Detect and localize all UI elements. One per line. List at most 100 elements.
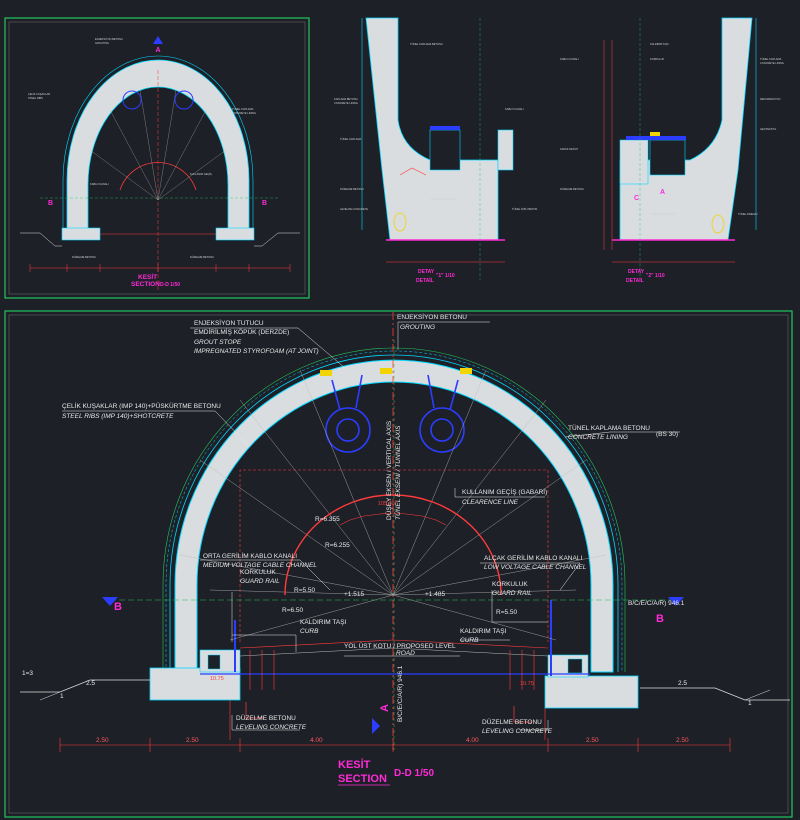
leader-lines bbox=[62, 321, 680, 731]
label-guardrail-left-tr: KORKULUK bbox=[240, 569, 276, 576]
label-steelribs-en: STEEL RIBS (IMP 140)+SHOTCRETE bbox=[62, 413, 174, 420]
label-mv-en: MEDIUM VOLTAGE CABLE CHANNEL bbox=[203, 562, 317, 569]
label-axis-right: B/C/E/C/A/R) 946.1 bbox=[628, 600, 685, 607]
svg-text:GROUTING: GROUTING bbox=[95, 41, 109, 45]
label-axis-bottom: B/C/E/C/A/R) 946.1 bbox=[397, 665, 404, 722]
detail-1-id: "1" 1/10 bbox=[436, 273, 455, 279]
label-groutstope-tr2: EMDİRİLMİŞ KÖPÜK (DERZDE) bbox=[194, 327, 289, 336]
svg-text:STEEL RIBS: STEEL RIBS bbox=[28, 96, 43, 100]
svg-text:KABLO KANALI: KABLO KANALI bbox=[560, 57, 579, 61]
svg-text:KAPAK DETAYI: KAPAK DETAYI bbox=[560, 147, 578, 151]
svg-text:TÜNEL DRENAJ: TÜNEL DRENAJ bbox=[738, 212, 758, 216]
svg-text:ÇELİK KUŞAKLAR: ÇELİK KUŞAKLAR bbox=[28, 91, 50, 96]
svg-text:10.75: 10.75 bbox=[520, 681, 534, 687]
dimension-chain: 2.50 2.50 4.00 4.00 2.50 2.50 bbox=[59, 737, 731, 752]
dim-3: 4.00 bbox=[466, 737, 479, 744]
radius-r4: R=6.50 bbox=[282, 607, 304, 614]
label-clearance-tr: KULLANIM GEÇİŞ (GABARİ) bbox=[462, 487, 547, 496]
label-road-tr: YOL ÜST KOTU / PROPOSED LEVEL bbox=[344, 642, 456, 650]
label-leveling-right-en: LEVELING CONCRETE bbox=[482, 728, 553, 735]
label-grouting-en: GROUTING bbox=[400, 324, 435, 331]
title-scale: D-D 1/50 bbox=[394, 768, 434, 779]
svg-text:CONCRETE LINING: CONCRETE LINING bbox=[232, 111, 256, 115]
svg-text:KABLO KANALI: KABLO KANALI bbox=[505, 107, 524, 111]
angle-label: 105.00° bbox=[378, 501, 397, 507]
label-lv-tr: ALÇAK GERİLİM KABLO KANALI bbox=[484, 553, 582, 562]
svg-text:CONCRETE LINING: CONCRETE LINING bbox=[334, 101, 358, 105]
detail-2-id: "2" 1/10 bbox=[646, 273, 665, 279]
level-left: +1.515 bbox=[344, 591, 364, 598]
label-curb-right-en: CURB bbox=[460, 637, 479, 644]
svg-text:TÜNEL KAPLAMA BETONU: TÜNEL KAPLAMA BETONU bbox=[410, 42, 443, 46]
dim-1: 2.50 bbox=[186, 737, 199, 744]
label-guardrail-right-tr: KORKULUK bbox=[492, 581, 528, 588]
svg-text:KORKULUK: KORKULUK bbox=[650, 57, 665, 61]
label-guardrail-right-en: GUARD RAIL bbox=[492, 590, 532, 597]
label-clearance-en: CLEARENCE LINE bbox=[462, 499, 519, 506]
mini-title-scale: D-D 1/50 bbox=[160, 282, 180, 288]
main-labels: ENJEKSİYON BETONU GROUTING ENJEKSİYON TU… bbox=[62, 312, 685, 735]
label-curb-right-tr: KALDIRIM TAŞI bbox=[460, 628, 507, 635]
slope-right-h: 2.5 bbox=[678, 680, 687, 687]
radius-r2: R=6.255 bbox=[325, 542, 350, 549]
label-road-en: ROAD bbox=[396, 650, 415, 657]
label-lining-en: CONCRETE LINING bbox=[568, 434, 628, 441]
label-leveling-left-tr: DÜZELME BETONU bbox=[236, 714, 296, 722]
radius-r5: R=5.50 bbox=[496, 609, 518, 616]
mini-title-section: SECTION bbox=[131, 281, 160, 288]
svg-text:TÜNEL KAPLAMA: TÜNEL KAPLAMA bbox=[232, 107, 254, 111]
mini-marker-b-left: B bbox=[48, 200, 53, 207]
main-frame bbox=[4, 310, 793, 818]
slope-left-v: 1 bbox=[60, 693, 64, 700]
svg-text:DÜZELME BETONU: DÜZELME BETONU bbox=[72, 255, 96, 259]
svg-text:TÜNEL DİPLİ BETON: TÜNEL DİPLİ BETON bbox=[650, 211, 675, 216]
svg-text:10.75: 10.75 bbox=[210, 676, 224, 682]
svg-text:CONCRETE LINING: CONCRETE LINING bbox=[760, 61, 784, 65]
label-mv-tr: ORTA GERİLİM KABLO KANALI bbox=[203, 551, 297, 560]
radius-r1: R=6.355 bbox=[315, 516, 340, 523]
mini-marker-a: A bbox=[155, 47, 160, 54]
label-leveling-right-tr: DÜZELME BETONU bbox=[482, 718, 542, 726]
svg-text:KAPLAMA BETONU: KAPLAMA BETONU bbox=[334, 97, 358, 101]
svg-text:KABLO KANALI: KABLO KANALI bbox=[90, 182, 109, 186]
svg-text:DÜZELME BETONU: DÜZELME BETONU bbox=[340, 187, 364, 191]
svg-text:TÜNEL KAPLAMA: TÜNEL KAPLAMA bbox=[340, 137, 362, 141]
detail-1-detay: DETAY bbox=[418, 269, 435, 275]
mini-title-kesit: KESİT bbox=[138, 273, 157, 281]
marker-a-bottom: A bbox=[379, 704, 391, 712]
tunnel-lining bbox=[149, 347, 639, 709]
dim-0: 2.50 bbox=[96, 737, 109, 744]
dim-2: 4.00 bbox=[310, 737, 323, 744]
axes: 10.75 10.75 bbox=[110, 312, 680, 750]
mini-title: KESİT SECTION D-D 1/50 bbox=[131, 273, 180, 288]
svg-text:TÜNEL KAPLAMA: TÜNEL KAPLAMA bbox=[760, 57, 782, 61]
label-lining-tr: TÜNEL KAPLAMA BETONU bbox=[568, 424, 650, 432]
mini-marker-b-right: B bbox=[262, 200, 267, 207]
slope-left-ratio: 1=3 bbox=[22, 670, 33, 677]
marker-b-left: B bbox=[114, 601, 122, 613]
detail-2-detail: DETAİL bbox=[626, 277, 644, 284]
label-curb-left-en: CURB bbox=[300, 628, 319, 635]
label-guardrail-left-en: GUARD RAIL bbox=[240, 578, 280, 585]
slope-right-v: 1 bbox=[748, 700, 752, 707]
label-grouting-tr: ENJEKSİYON BETONU bbox=[397, 312, 467, 321]
svg-text:DEFORMASYON: DEFORMASYON bbox=[760, 97, 780, 101]
detail-2-marker-c: C bbox=[634, 195, 639, 202]
svg-text:TÜNEL DİPLİ BETON: TÜNEL DİPLİ BETON bbox=[512, 206, 537, 211]
label-groutstope-en2: IMPREGNATED STYROFOAM (AT JOINT) bbox=[194, 348, 319, 355]
svg-text:LEVELING CONCRETE: LEVELING CONCRETE bbox=[340, 207, 368, 211]
jet-fans bbox=[320, 368, 472, 453]
dim-4: 2.50 bbox=[586, 737, 599, 744]
label-leveling-left-en: LEVELING CONCRETE bbox=[236, 724, 307, 731]
svg-text:KULLANIM GEÇİŞ: KULLANIM GEÇİŞ bbox=[190, 171, 212, 176]
label-lv-en: LOW VOLTAGE CABLE CHANNEL bbox=[484, 564, 587, 571]
svg-text:TÜNEL DİPLİ BETON: TÜNEL DİPLİ BETON bbox=[430, 196, 455, 201]
svg-text:GEOTEKSTİL: GEOTEKSTİL bbox=[760, 126, 777, 131]
label-steelribs-tr: ÇELİK KUŞAKLAR (IMP 140)+PÜSKÜRTME BETON… bbox=[62, 401, 221, 410]
detail-2-detay: DETAY bbox=[628, 269, 645, 275]
radius-r3: R=5.50 bbox=[294, 587, 316, 594]
